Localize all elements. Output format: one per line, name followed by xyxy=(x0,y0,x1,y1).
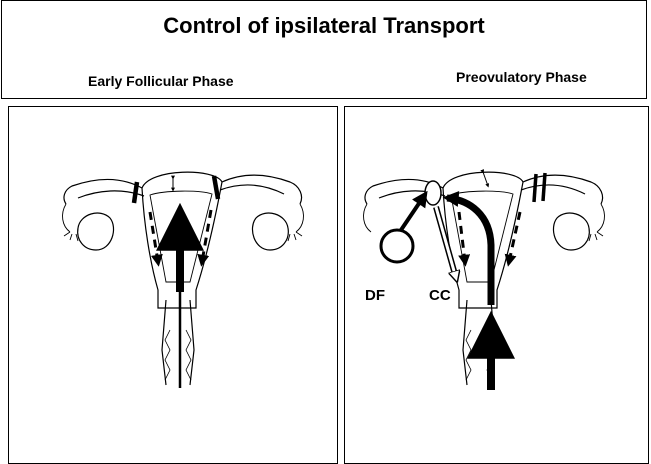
follicle-to-tube-arrow xyxy=(401,196,424,230)
dashed-down-arrow-right-r xyxy=(509,212,520,262)
uterus-right xyxy=(364,172,605,385)
uterine-up-arrow-solid xyxy=(447,198,491,305)
dashed-down-arrow-left xyxy=(150,212,158,262)
oocyte-ellipse xyxy=(425,181,441,205)
utj-block-right xyxy=(214,176,218,199)
utj-block-right-2 xyxy=(543,173,545,201)
utj-block-left xyxy=(134,182,137,203)
cc-arrow-fill xyxy=(436,207,456,278)
utj-block-right-1 xyxy=(534,174,536,202)
label-df: DF xyxy=(365,287,385,304)
label-cc: CC xyxy=(429,287,451,304)
fundus-double-arrow-right xyxy=(483,172,488,186)
dominant-follicle xyxy=(381,230,413,262)
